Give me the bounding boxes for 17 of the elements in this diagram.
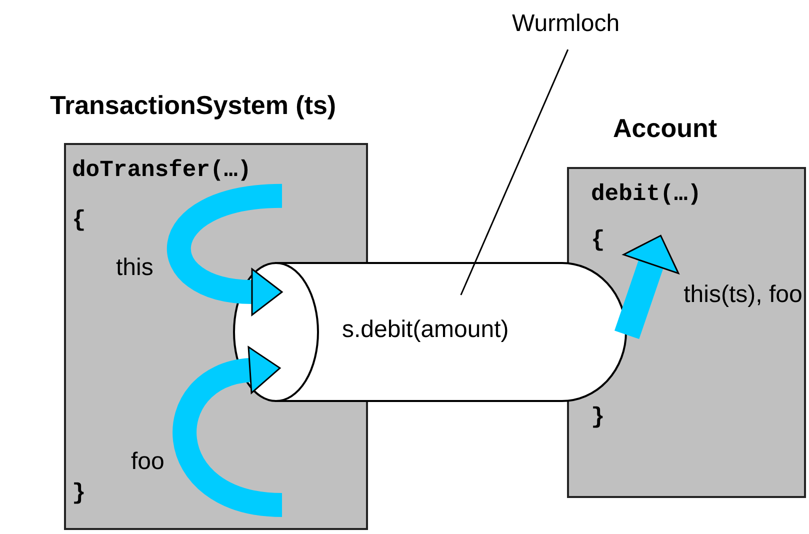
- class-title: TransactionSystem (ts): [50, 90, 336, 121]
- code-brace: }: [72, 480, 86, 506]
- code-brace: {: [591, 227, 605, 253]
- method-signature: debit(…): [591, 181, 702, 207]
- curved-arrow: [614, 234, 680, 340]
- code-brace: }: [591, 404, 605, 430]
- code-brace: {: [72, 207, 86, 233]
- method-signature: doTransfer(…): [72, 157, 252, 183]
- curved-arrow: [173, 346, 284, 517]
- leader-line: [460, 49, 569, 296]
- callout-label: Wurmloch: [512, 10, 620, 38]
- curved-arrow: [167, 184, 283, 316]
- class-title: Account: [613, 113, 717, 144]
- edge-label: this: [116, 254, 154, 282]
- parameter-text: this(ts), foo: [682, 280, 804, 310]
- call-text: s.debit(amount): [342, 316, 509, 344]
- edge-label: foo: [131, 448, 164, 476]
